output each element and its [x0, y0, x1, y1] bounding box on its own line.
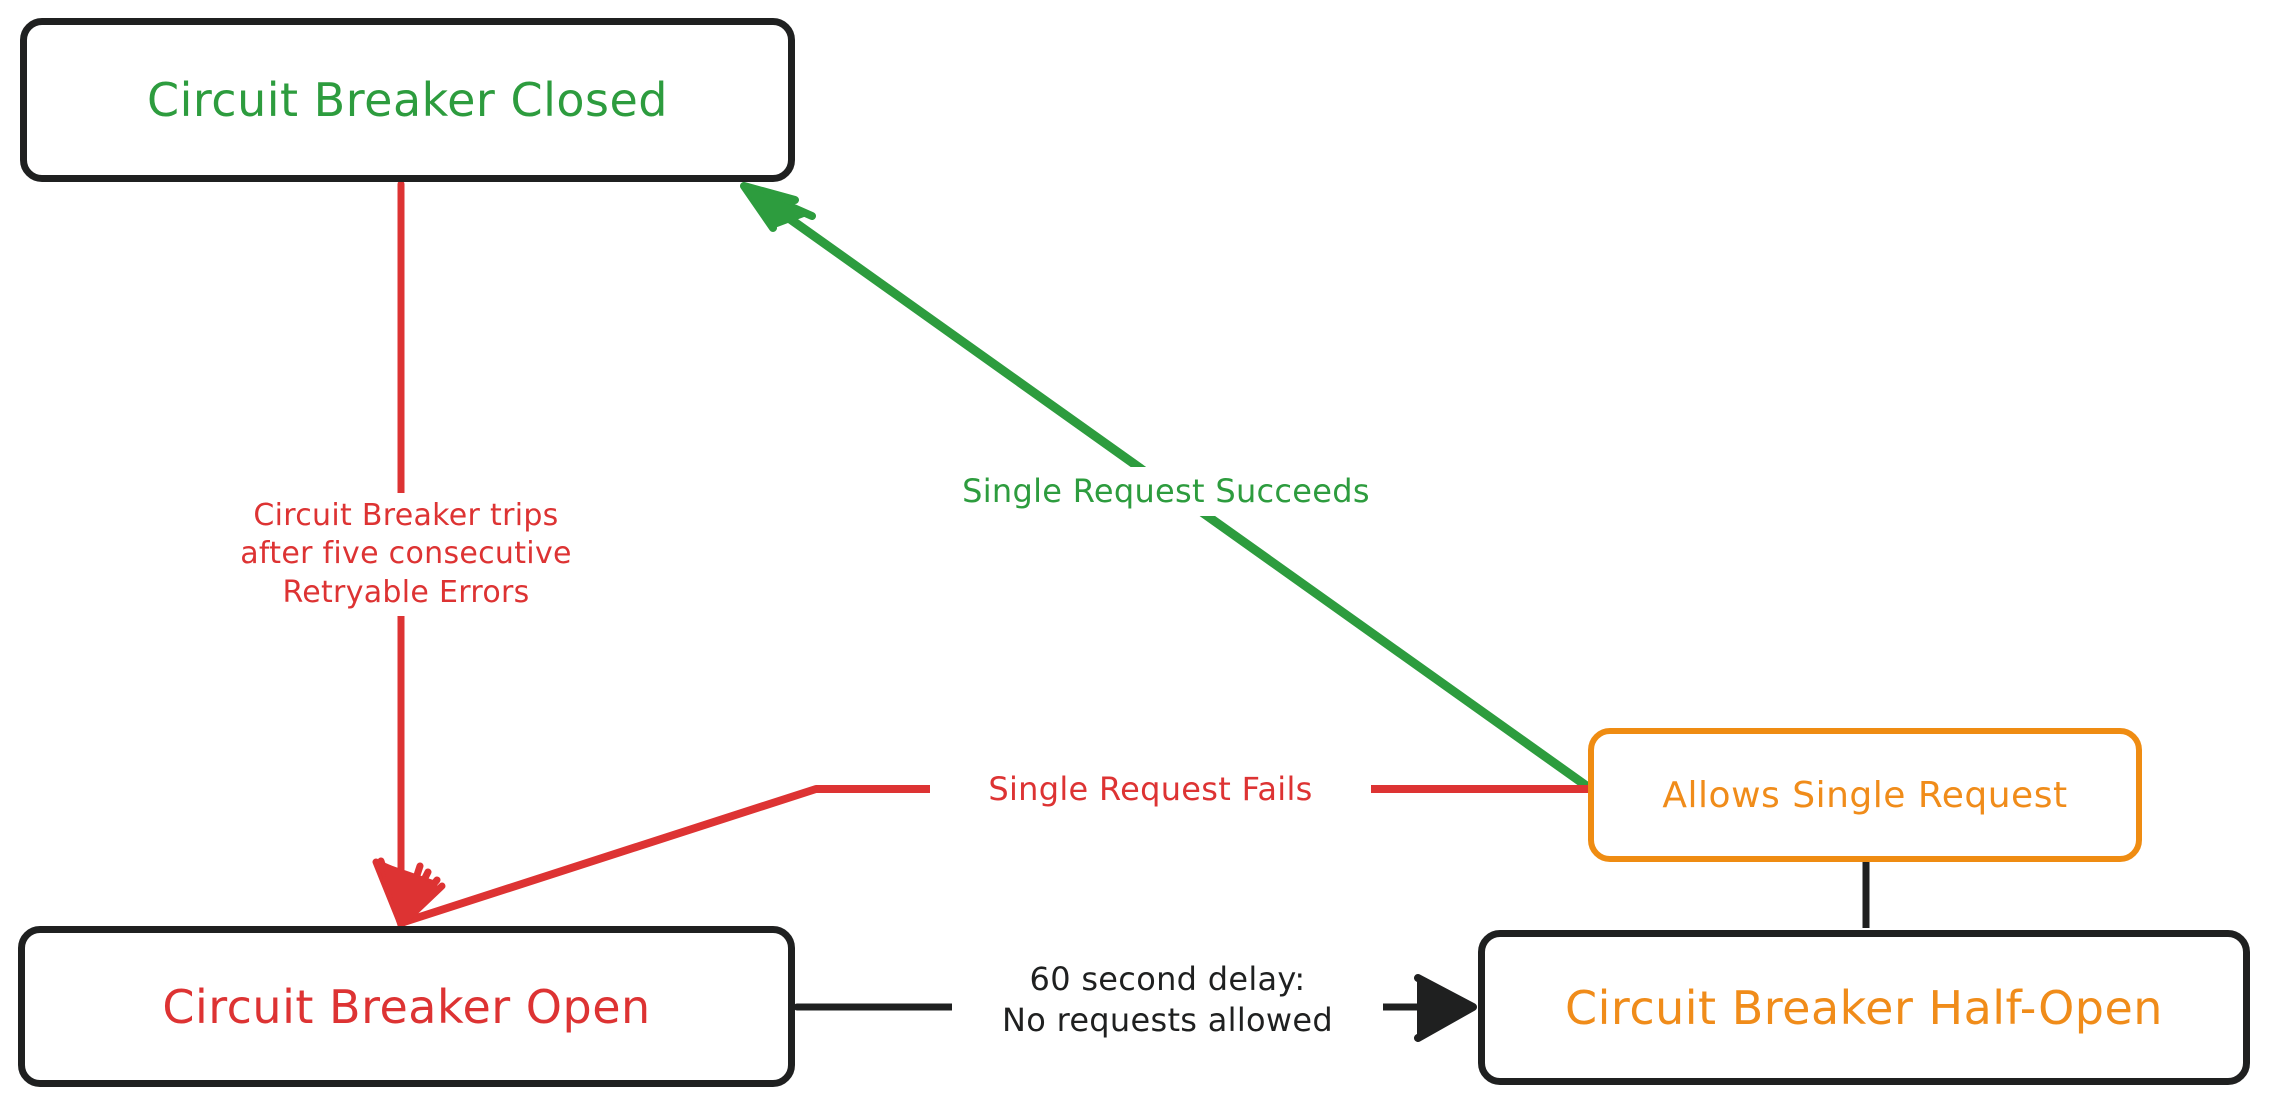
node-circuit-breaker-closed[interactable]: Circuit Breaker Closed: [20, 18, 795, 182]
node-allows-single-request[interactable]: Allows Single Request: [1588, 728, 2142, 862]
node-label-closed: Circuit Breaker Closed: [147, 73, 668, 127]
node-circuit-breaker-half-open[interactable]: Circuit Breaker Half-Open: [1478, 930, 2250, 1085]
node-circuit-breaker-open[interactable]: Circuit Breaker Open: [18, 926, 795, 1087]
node-label-allows-single-request: Allows Single Request: [1662, 774, 2068, 816]
edge-label-single-request-fails: Single Request Fails: [930, 765, 1371, 814]
node-label-open: Circuit Breaker Open: [162, 979, 651, 1034]
edge-label-single-request-succeeds: Single Request Succeeds: [908, 467, 1424, 516]
node-label-half-open: Circuit Breaker Half-Open: [1565, 980, 2163, 1035]
edge-label-60-second-delay: 60 second delay: No requests allowed: [952, 955, 1383, 1045]
edge-label-circuit-breaker-trips: Circuit Breaker trips after five consecu…: [180, 493, 632, 617]
